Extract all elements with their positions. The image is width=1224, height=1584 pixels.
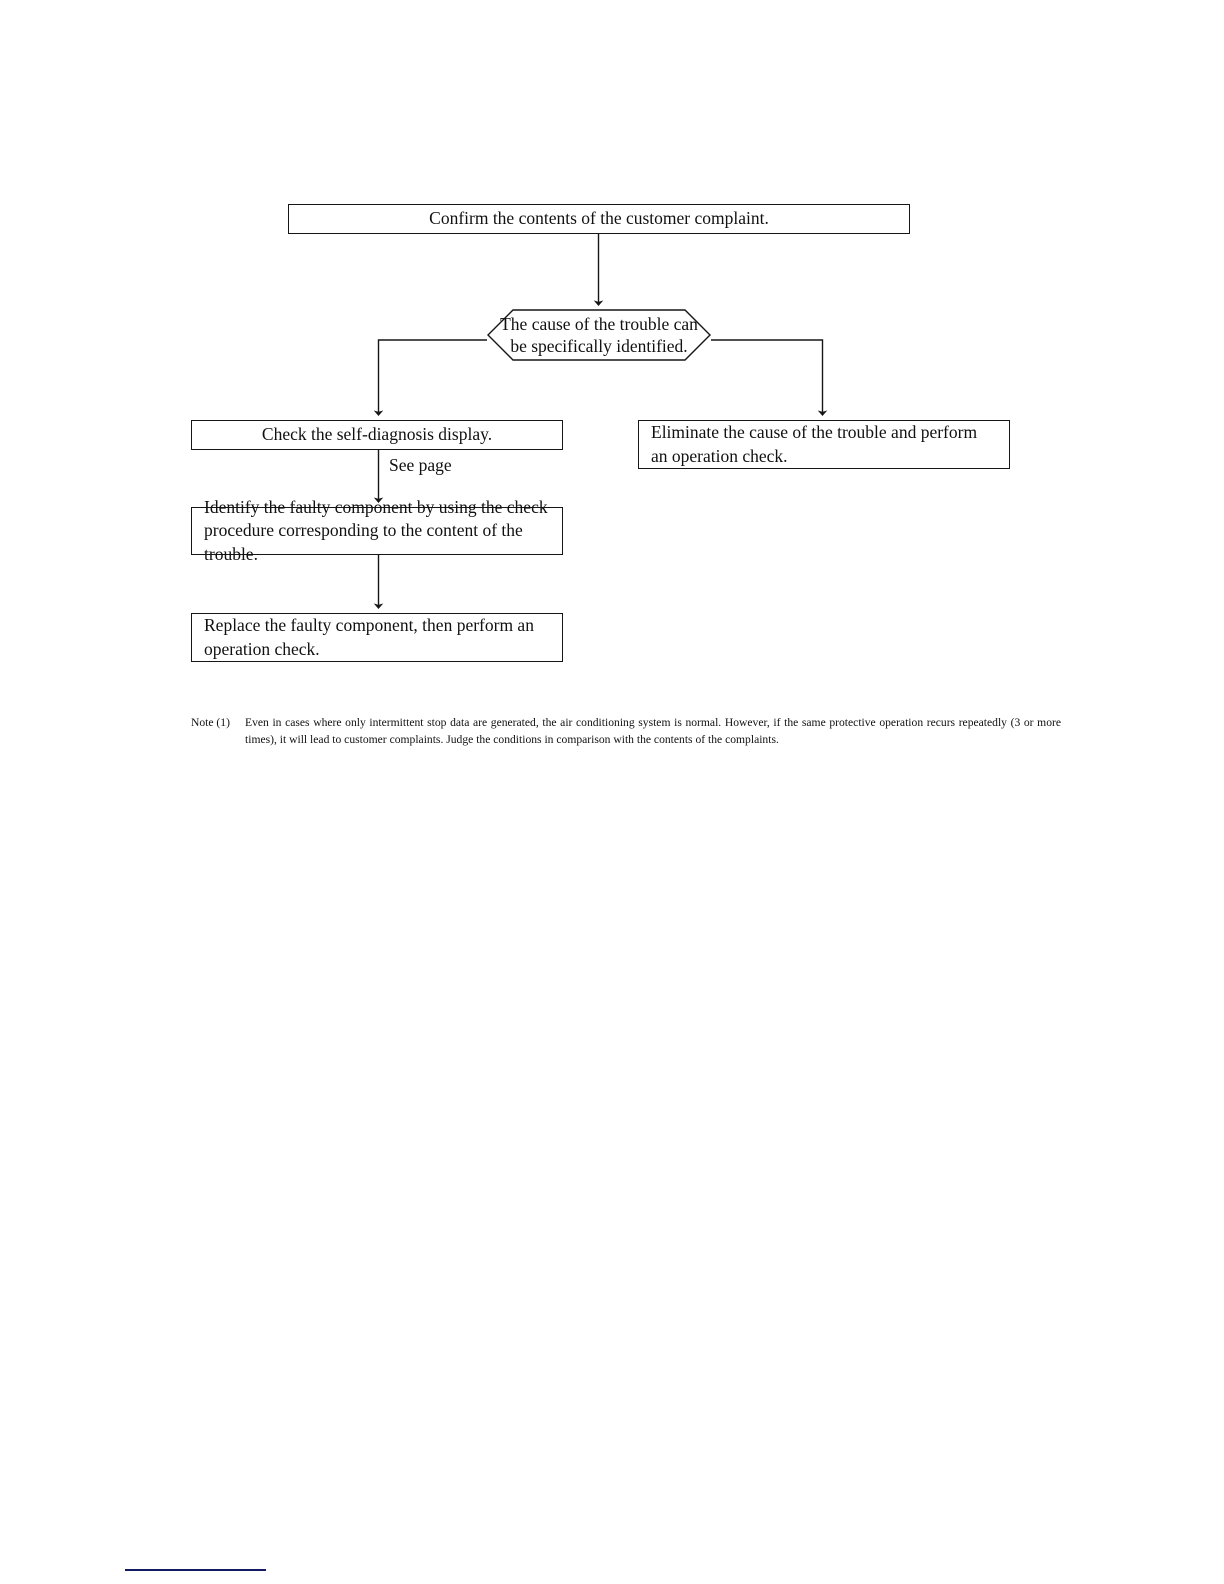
note-marker: Note (1) [191,716,230,729]
edge-decision-to-check-display [373,339,487,417]
footer-rule [125,1569,266,1571]
decision-hexagon-shape [487,309,711,361]
flow-node-replace-faulty-component-label: Replace the faulty component, then perfo… [204,615,534,659]
edge-decision-to-eliminate [711,339,828,417]
flow-node-confirm-complaint-label: Confirm the contents of the customer com… [429,208,769,229]
flow-node-cause-identified[interactable]: The cause of the trouble can be specific… [487,309,711,361]
flow-node-identify-faulty-component-label: Identify the faulty component by using t… [204,497,548,564]
note-text: Even in cases where only intermittent st… [245,716,1061,747]
flow-node-check-self-diagnosis-label: Check the self-diagnosis display. [261,424,493,445]
note-block: Note (1) Even in cases where only interm… [191,714,1061,749]
flow-node-replace-faulty-component[interactable]: Replace the faulty component, then perfo… [191,613,563,662]
flow-node-eliminate-cause[interactable]: Eliminate the cause of the trouble and p… [638,420,1010,469]
flow-node-eliminate-cause-label: Eliminate the cause of the trouble and p… [651,422,978,466]
flow-node-cause-identified-label: The cause of the trouble can be specific… [487,309,711,361]
flow-node-identify-faulty-component[interactable]: Identify the faulty component by using t… [191,497,563,564]
flow-node-check-self-diagnosis[interactable]: Check the self-diagnosis display. [191,420,563,450]
flow-node-confirm-complaint[interactable]: Confirm the contents of the customer com… [288,204,910,234]
decision-line-1: The cause of the trouble can [500,313,698,334]
decision-line-2: be specifically identified. [510,336,688,356]
note-row: Note (1) Even in cases where only interm… [191,714,1061,749]
edge-label-see-page: See page [389,455,452,475]
